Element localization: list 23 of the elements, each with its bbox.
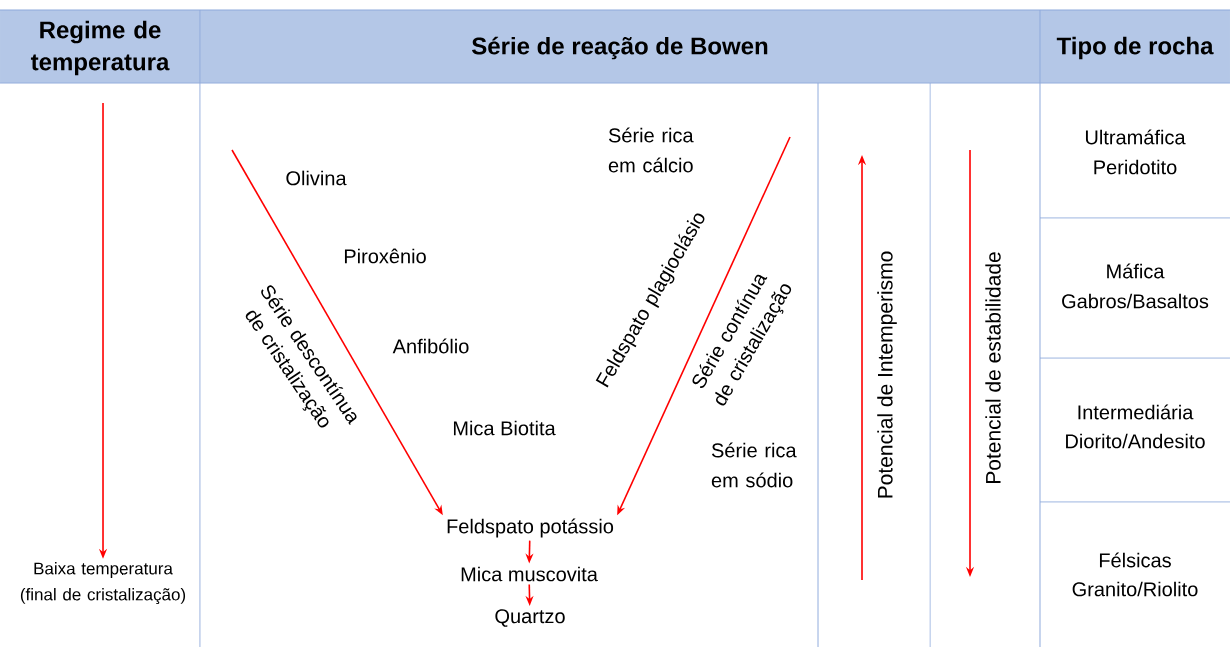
mineral-name: Mica Biotita (453, 420, 556, 436)
mineral-name: Piroxênio (344, 248, 426, 264)
temperature-note: Baixa temperatura (final de cristalização) (20, 562, 186, 604)
mineral-name: Anfibólio (392, 338, 469, 354)
mineral-name: Feldspato potássio (447, 518, 614, 538)
mineral-name: Quartzo (495, 609, 565, 627)
series-note: Série rica em sódio (711, 442, 797, 488)
header-text: Regime de temperatura (30, 20, 170, 76)
header-text: Tipo de rocha (1056, 36, 1214, 60)
mineral-name: Mica muscovita (461, 566, 598, 582)
rock-type: Máfica (1107, 263, 1165, 279)
rock-type: Félsicas (1100, 552, 1171, 568)
axis-text: Potencial de Intemperismo (877, 251, 897, 498)
rock-example: Gabros/Basaltos (1062, 293, 1209, 309)
rock-type: Intermediária (1078, 404, 1194, 420)
axis-text: Potencial de estabilidade (985, 252, 1001, 483)
rock-type: Ultramáfica (1086, 129, 1186, 145)
rock-example: Diorito/Andesito (1066, 433, 1205, 449)
series-note: Série rica em cálcio (608, 127, 694, 173)
header-text: Série de reação de Bowen (471, 36, 768, 60)
rock-example: Peridotito (1094, 159, 1177, 175)
mineral-name: Olivina (286, 170, 347, 186)
rock-example: Granito/Riolito (1072, 581, 1198, 597)
